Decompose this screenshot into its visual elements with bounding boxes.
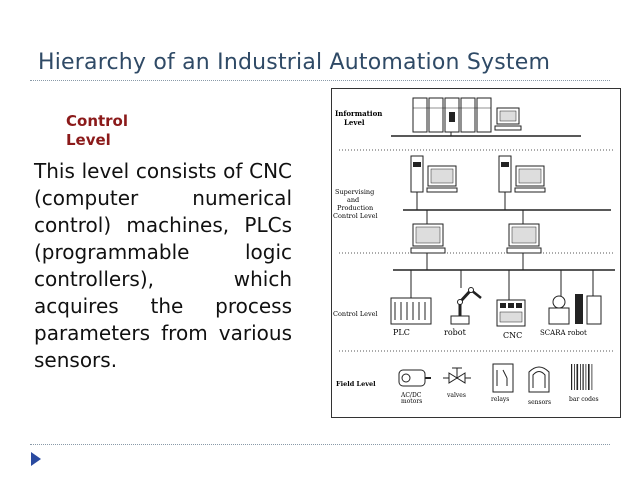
- top-divider: [30, 80, 610, 81]
- automation-hierarchy-diagram: Information Level Supervising and Produc…: [331, 88, 621, 418]
- label-bar-codes: bar codes: [569, 396, 599, 403]
- label-relays: relays: [491, 396, 509, 403]
- relay-icon: [492, 363, 514, 393]
- label-scara-robot: SCARA robot: [540, 329, 587, 337]
- information-workstation-icon: [494, 107, 522, 131]
- robot-arm-icon: [450, 287, 482, 325]
- scara-robot-icon: [548, 294, 602, 325]
- supervisor-workstation-right-icon: [498, 155, 546, 210]
- server-cabinets-icon: [412, 97, 492, 133]
- label-field-level: Field Level: [336, 380, 376, 388]
- supervisor-workstation-left-icon: [410, 155, 458, 210]
- valve-icon: [443, 367, 471, 384]
- control-computer-right-icon: [506, 210, 542, 254]
- label-valves: valves: [446, 392, 466, 399]
- cnc-machine-icon: [496, 299, 526, 327]
- label-motors: AC/DC motors: [400, 392, 423, 405]
- label-sensors: sensors: [528, 399, 551, 406]
- plc-icon: [390, 297, 432, 325]
- label-control-level: Control Level: [333, 310, 378, 318]
- motor-icon: [398, 369, 431, 387]
- control-computer-left-icon: [410, 210, 446, 254]
- section-heading: Control Level: [66, 112, 129, 149]
- label-robot: robot: [444, 328, 467, 337]
- label-plc: PLC: [393, 328, 410, 337]
- body-text: This level consists of CNC (computer num…: [34, 159, 292, 372]
- label-information-level: Information Level: [335, 109, 385, 127]
- slide-title: Hierarchy of an Industrial Automation Sy…: [38, 50, 551, 75]
- barcode-icon: [571, 364, 593, 390]
- bullet-arrow-icon: [31, 452, 41, 466]
- label-cnc: CNC: [503, 331, 522, 340]
- bottom-divider: [30, 444, 610, 445]
- label-supervising-level: Supervising and Production Control Level: [333, 188, 378, 220]
- sensor-icon: [528, 366, 550, 393]
